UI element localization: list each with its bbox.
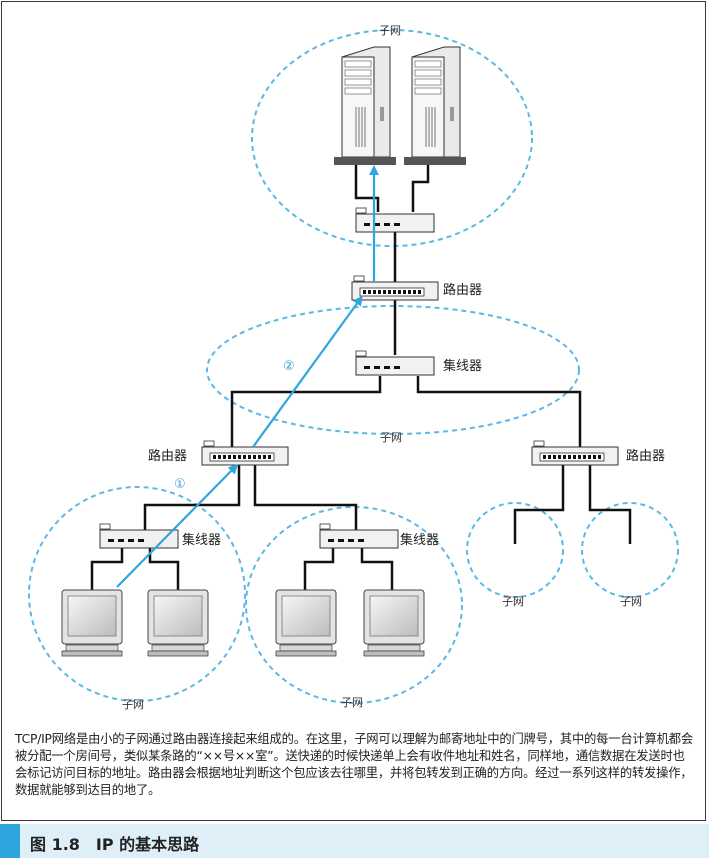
figure-accent-block: [0, 824, 20, 858]
subnet-boundary-servers: [251, 29, 533, 247]
subnet-label-left-1: 子网: [122, 698, 144, 711]
subnet-boundary-right-1: [466, 502, 564, 598]
router-label-left: 路由器: [148, 448, 187, 464]
router-label-right: 路由器: [626, 448, 665, 464]
computer-icon: [61, 589, 123, 657]
hub-label-middle: 集线器: [443, 358, 482, 374]
hub-label-left: 集线器: [182, 532, 221, 548]
description-paragraph: TCP/IP网络是由小的子网通过路由器连接起来组成的。在这里，子网可以理解为邮寄…: [15, 732, 693, 797]
subnet-boundary-left-1: [28, 486, 246, 702]
computer-icon: [363, 589, 425, 657]
step-1-marker: ①: [174, 477, 186, 492]
subnet-label-right-1: 子网: [502, 595, 524, 608]
step-2-marker: ②: [283, 359, 295, 374]
router-label-main: 路由器: [443, 282, 482, 298]
figure-title: 图 1.8 IP 的基本思路: [30, 835, 200, 854]
server-right-icon: [403, 46, 467, 166]
computer-icon: [275, 589, 337, 657]
route-arrow-step-2: [252, 295, 363, 448]
figure-caption-bar: 图 1.8 IP 的基本思路: [0, 824, 709, 858]
figure-caption-background: [20, 824, 709, 858]
left-router-icon: [201, 440, 289, 466]
server-hub-icon: [355, 207, 435, 233]
subnet-label-servers: 子网: [379, 24, 401, 37]
route-arrow-step-1: [116, 463, 239, 588]
subnet-boundary-right-2: [581, 502, 679, 598]
subnet-boundary-middle: [206, 305, 580, 435]
hub-label-center: 集线器: [400, 532, 439, 548]
subnet-label-left-2: 子网: [341, 696, 363, 709]
subnet-label-right-2: 子网: [620, 595, 642, 608]
right-router-icon: [531, 440, 619, 466]
network-diagram: ① ② 子网 路由器 集线器 子网 路由器 路由器 集线器 集线器 子网 子网 …: [28, 24, 679, 711]
center-hub-icon: [319, 523, 399, 549]
server-left-icon: [333, 46, 397, 166]
subnet-label-middle: 子网: [380, 431, 402, 444]
computer-icon: [147, 589, 209, 657]
subnet-boundary-left-2: [245, 506, 463, 704]
description-text: TCP/IP网络是由小的子网通过路由器连接起来组成的。在这里，子网可以理解为邮寄…: [15, 731, 695, 799]
figure-frame: [1, 1, 706, 821]
